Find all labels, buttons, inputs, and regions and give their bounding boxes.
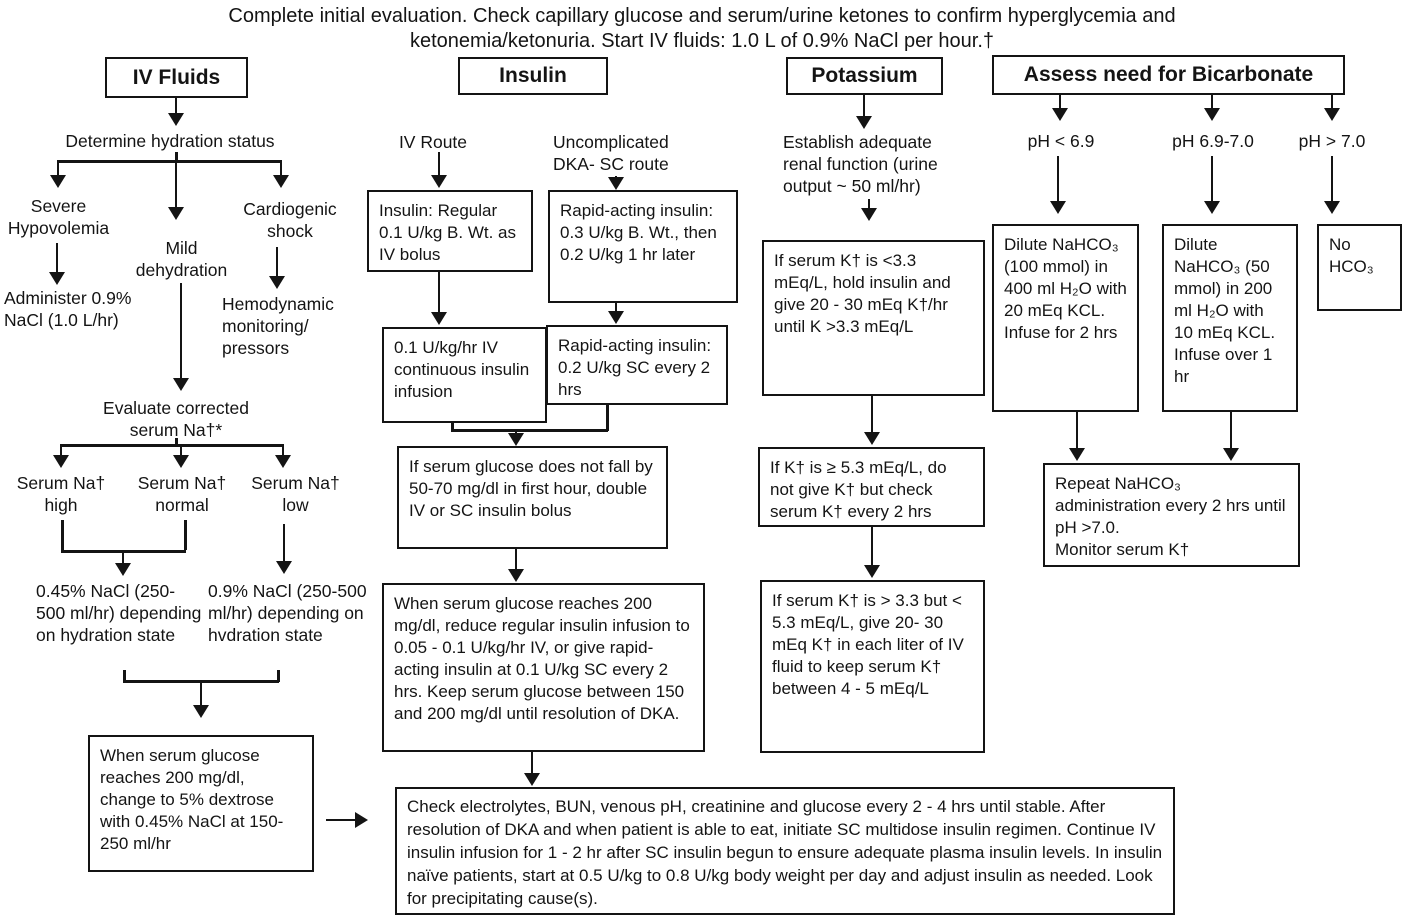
label-sc-route: Uncomplicated DKA- SC route <box>553 132 669 174</box>
k-low-box: If serum K† is <3.3 mEq/L, hold insulin … <box>762 240 985 396</box>
arrow-to-footer-box <box>326 812 368 828</box>
arrow-to-na-high <box>53 444 69 468</box>
label-nacl-045: 0.45% NaCl (250-500 ml/hr) depending on … <box>36 581 202 645</box>
arrow-scroute-to-rapid <box>608 176 624 190</box>
connector-stub <box>175 438 178 445</box>
label-ph-low: pH < 6.9 <box>1027 131 1095 151</box>
iv-fluids-header-box: IV Fluids <box>105 57 248 98</box>
connector-merge-left <box>451 423 454 431</box>
k-high-box: If K† is ≥ 5.3 mEq/L, do not give K† but… <box>758 447 985 527</box>
arrow-potassium-to-establish <box>856 95 872 129</box>
repeat-nahco3-box: Repeat NaHCO₃ administration every 2 hrs… <box>1043 463 1300 567</box>
final-monitoring-box: Check electrolytes, BUN, venous pH, crea… <box>395 787 1175 915</box>
arrow-to-footer-box <box>524 752 540 786</box>
label-nacl-09: 0.9% NaCl (250-500 ml/hr) depending on h… <box>208 581 367 645</box>
connector-stub <box>175 152 178 161</box>
label-administer-nacl: Administer 0.9% NaCl (1.0 L/hr) <box>4 288 132 330</box>
label-hemodynamic: Hemodynamic monitoring/ pressors <box>222 294 334 358</box>
arrow-establish-to-klow <box>861 199 877 221</box>
label-mild-dehydration: Mild dehydration <box>135 238 228 280</box>
continuous-infusion-box: 0.1 U/kg/hr IV continuous insulin infusi… <box>382 327 547 423</box>
bicarbonate-header-box: Assess need for Bicarbonate <box>992 55 1345 95</box>
arrow-phmid-to-dilute50 <box>1204 156 1220 214</box>
connector-merge-line <box>451 429 608 432</box>
connector-branch-line <box>58 160 281 163</box>
connector-merge-left <box>61 520 64 550</box>
arrow-bicarb-to-phhigh <box>1324 95 1340 121</box>
arrow-ivfluids-to-determine <box>168 98 184 126</box>
arrow-rapid-to-rapidq2 <box>608 303 624 324</box>
potassium-header-box: Potassium <box>786 57 943 95</box>
header-line-1: Complete initial evaluation. Check capil… <box>228 5 1176 27</box>
arrow-bicarb-to-phlow <box>1052 95 1068 121</box>
arrow-to-no-fall-box <box>508 429 524 446</box>
label-ph-high: pH > 7.0 <box>1298 131 1366 151</box>
dilute-nahco3-100-box: Dilute NaHCO₃ (100 mmol) in 400 ml H₂O w… <box>992 224 1139 412</box>
arrow-to-cardiogenic <box>273 160 289 188</box>
dilute-nahco3-50-box: Dilute NaHCO₃ (50 mmol) in 200 ml H₂O wi… <box>1162 224 1298 412</box>
arrow-bolus-to-infusion <box>431 272 447 325</box>
label-serum-na-normal: Serum Na† normal <box>137 473 227 515</box>
label-serum-na-high: Serum Na† high <box>16 473 106 515</box>
connector-merge-right <box>277 670 280 682</box>
label-determine-hydration: Determine hydration status <box>65 131 275 151</box>
header-line-2: ketonemia/ketonuria. Start IV fluids: 1.… <box>409 30 995 52</box>
connector-merge-left <box>123 670 126 682</box>
arrow-khigh-to-kmid <box>864 527 880 578</box>
insulin-regular-bolus-box: Insulin: Regular 0.1 U/kg B. Wt. as IV b… <box>367 190 533 272</box>
k-mid-box: If serum K† is > 3.3 but < 5.3 mEq/L, gi… <box>760 580 985 753</box>
arrow-to-nacl-045 <box>115 550 131 576</box>
arrow-klow-to-khigh <box>864 396 880 445</box>
arrow-to-reach-200-box <box>508 549 524 582</box>
label-cardiogenic-shock: Cardiogenic shock <box>243 199 337 241</box>
arrow-phlow-to-dilute100 <box>1050 156 1066 214</box>
arrow-to-when-glucose-box <box>193 680 209 718</box>
arrow-to-na-normal <box>173 444 189 468</box>
arrow-dilute50-to-repeat <box>1223 412 1239 461</box>
connector-merge-right <box>606 405 609 431</box>
when-glucose-dextrose-box: When serum glucose reaches 200 mg/dl, ch… <box>88 735 314 872</box>
label-evaluate-serum-na: Evaluate corrected serum Na†* <box>103 398 249 440</box>
rapid-acting-q2h-box: Rapid-acting insulin: 0.2 U/kg SC every … <box>546 325 728 405</box>
rapid-acting-initial-box: Rapid-acting insulin: 0.3 U/kg B. Wt., t… <box>548 190 738 303</box>
arrow-nalow-to-nacl-09 <box>276 524 292 574</box>
arrow-mild-to-evaluate <box>173 283 189 391</box>
arrow-to-mild <box>168 160 184 220</box>
arrow-phhigh-to-nohco3 <box>1324 156 1340 214</box>
arrow-dilute100-to-repeat <box>1069 412 1085 461</box>
no-hco3-box: No HCO₃ <box>1317 224 1402 311</box>
arrow-to-na-low <box>275 444 291 468</box>
arrow-bicarb-to-phmid <box>1204 95 1220 121</box>
arrow-cardio-to-hemodynamic <box>269 247 285 289</box>
label-serum-na-low: Serum Na† low <box>251 473 340 515</box>
label-iv-route: IV Route <box>398 132 468 152</box>
glucose-reach-200-box: When serum glucose reaches 200 mg/dl, re… <box>382 583 705 752</box>
arrow-ivroute-to-bolus <box>431 152 447 188</box>
glucose-no-fall-box: If serum glucose does not fall by 50-70 … <box>397 446 668 549</box>
arrow-severe-to-administer <box>49 243 65 285</box>
label-establish-renal: Establish adequate renal function (urine… <box>783 132 938 196</box>
label-severe-hypovolemia: Severe Hypovolemia <box>7 196 110 238</box>
label-ph-mid: pH 6.9-7.0 <box>1172 131 1254 151</box>
insulin-header-box: Insulin <box>458 57 608 95</box>
connector-merge-right <box>184 520 187 550</box>
connector-branch-line <box>60 444 284 447</box>
arrow-to-severe <box>50 160 66 188</box>
